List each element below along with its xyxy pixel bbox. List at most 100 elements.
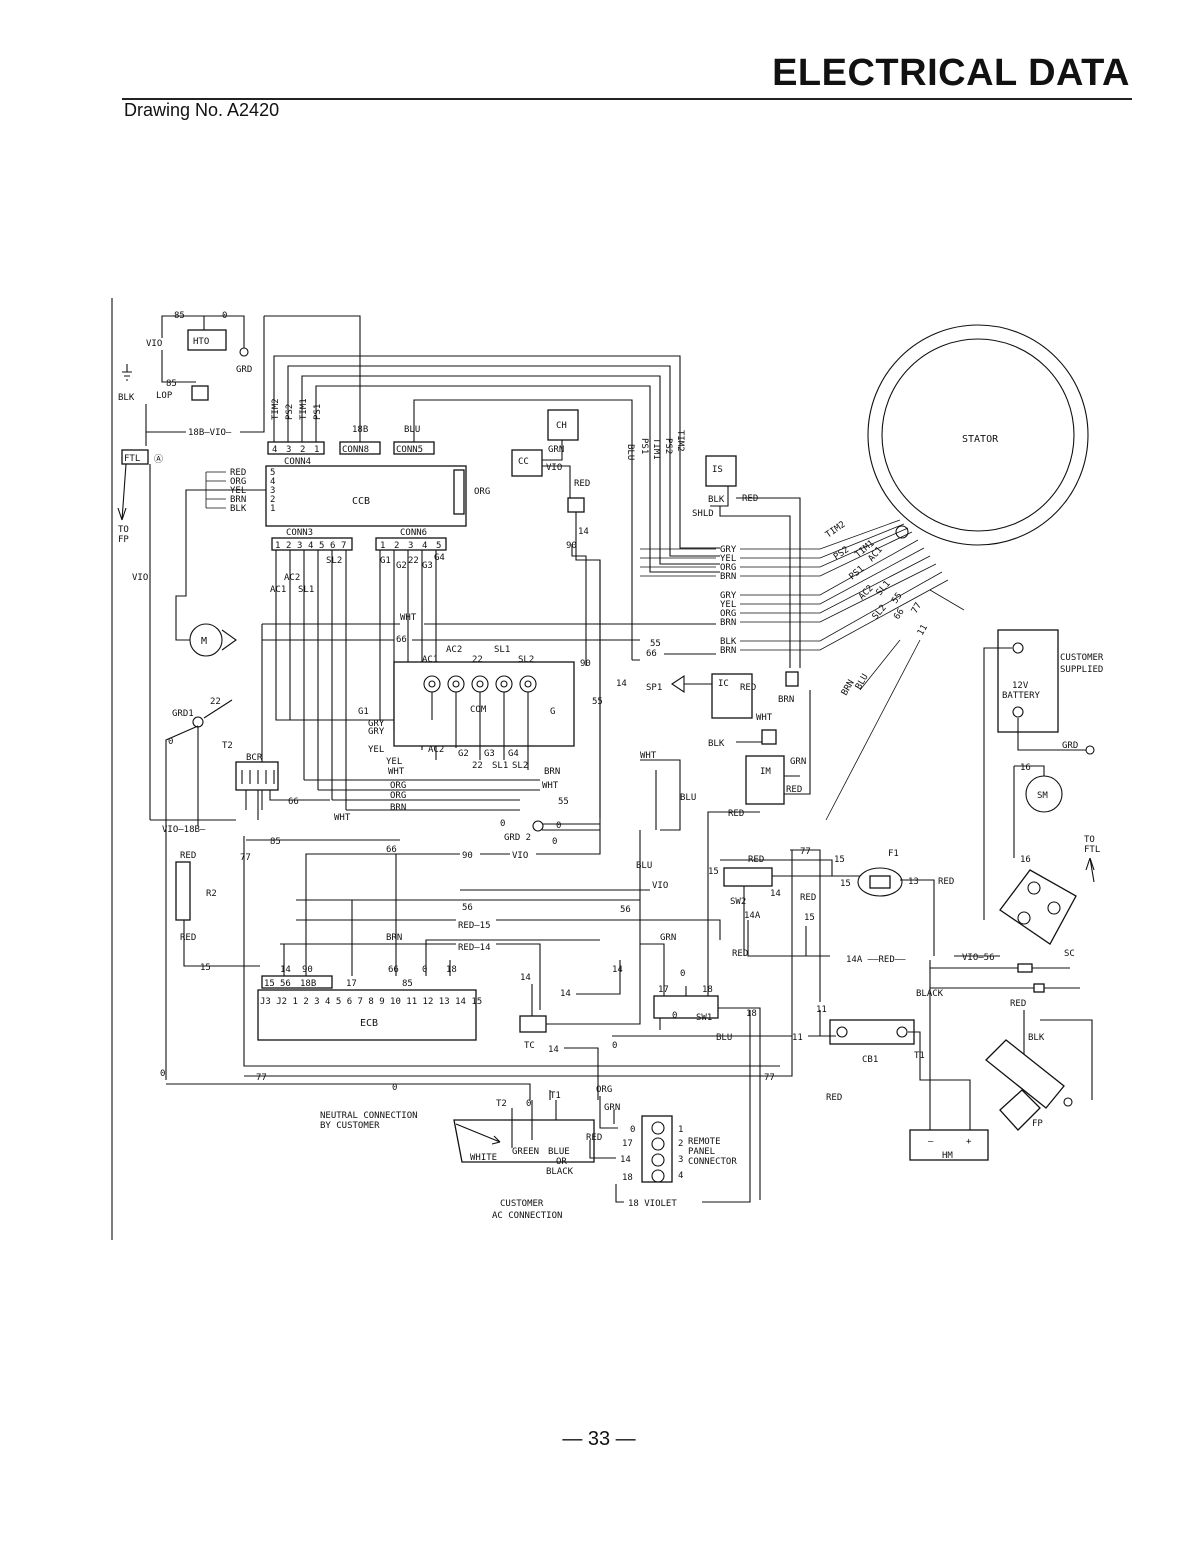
lbl-vio-56: VIO—56: [962, 953, 995, 963]
sc-contactor: [999, 869, 1077, 945]
ecb-pin-row: J3 J2 1 2 3 4 5 6 7 8 9 10 11 12 13 14 1…: [260, 997, 482, 1007]
ac-terminal-block: [453, 1119, 595, 1163]
ccb-board: [265, 465, 467, 527]
cb1-breaker: [829, 1019, 915, 1045]
im-box: [745, 755, 785, 805]
sc-label: SC: [1064, 949, 1075, 959]
lbl-tim1-top: TIM1: [651, 438, 661, 460]
wire-15-r2: 15: [200, 963, 211, 973]
lbl-blu-right: BLU: [680, 793, 696, 803]
wire-0-grd1: 0: [168, 737, 173, 747]
is-box: [705, 455, 737, 487]
t2-label: T2: [222, 741, 233, 751]
stator-lead: TIM2: [824, 520, 848, 541]
conn3-pin: 5: [319, 541, 324, 551]
wire-85: 85: [174, 311, 185, 321]
grd-label: GRD: [236, 365, 252, 375]
ccb-pin: 1: [270, 504, 275, 514]
wire-77-bottom-r: 77: [764, 1073, 775, 1083]
conn6-pin: 4: [422, 541, 427, 551]
sw1-label: SW1: [696, 1013, 712, 1023]
im-connector: [761, 729, 777, 745]
wire-15-ecb: 15: [264, 979, 275, 989]
ccb-label: CCB: [352, 496, 370, 507]
wire-85b: 85: [166, 379, 177, 389]
ecb-j3-connector: [261, 975, 333, 989]
wire-wht-bus: WHT: [400, 613, 417, 623]
white-label: WHITE: [470, 1153, 497, 1163]
wire-0-left: 0: [160, 1069, 165, 1079]
lbl-sl1-post: SL1: [494, 645, 510, 655]
lbl-wht-sw: WHT: [388, 767, 405, 777]
rectifier-block: [393, 661, 575, 747]
lbl-red-ic: RED: [740, 683, 756, 693]
lbl-vio-18b: VIO—18B—: [162, 825, 206, 835]
stator-wire: GRY: [720, 545, 737, 555]
stator-wire: BRN: [720, 618, 736, 628]
lbl-ac2-post: AC2: [446, 645, 462, 655]
conn4-label: CONN4: [284, 457, 311, 467]
lbl-yel-sw: YEL: [368, 745, 384, 755]
or-label: OR: [556, 1157, 567, 1167]
wire-15-f1b: 15: [840, 879, 851, 889]
hm-minus: –: [928, 1137, 934, 1147]
lbl-g3: G3: [422, 561, 433, 571]
fp-label-short: FP: [118, 535, 129, 545]
lbl-brn-mid: BRN: [386, 933, 402, 943]
lbl-22-sw: 22: [472, 761, 483, 771]
wire-22: 22: [210, 697, 221, 707]
blue-label: BLUE: [548, 1147, 570, 1157]
stator-inner-ring: [881, 338, 1075, 532]
conn6-pin: 5: [436, 541, 441, 551]
wire-0-grd2b: 0: [556, 821, 561, 831]
t2-label-ac: T2: [496, 1099, 507, 1109]
wire-90-ecb: 90: [302, 965, 313, 975]
lbl-g4: G4: [434, 553, 445, 563]
fp-ground-icon: [1063, 1097, 1073, 1107]
inline-fuse-1: [1017, 963, 1033, 973]
lbl-sl2: SL2: [326, 556, 342, 566]
drawing-number: Drawing No. A2420: [124, 100, 280, 120]
rp-pin-3: 3: [678, 1155, 683, 1165]
ftl-label: FTL: [124, 454, 140, 464]
conn4-pin: 2: [300, 445, 305, 455]
stator-label: STATOR: [962, 434, 999, 445]
grd2-terminal-icon: [532, 820, 544, 832]
stator-lead-bundle: [895, 525, 909, 539]
lbl-ac1-post: AC1: [422, 655, 438, 665]
wire-85-ecb: 85: [402, 979, 413, 989]
lbl-blu-mid: BLU: [636, 861, 652, 871]
lbl-grn-im: GRN: [790, 757, 806, 767]
lbl-ac2: AC2: [284, 573, 300, 583]
customer-ac-1: CUSTOMER: [500, 1199, 544, 1209]
stator-lead: PS1: [848, 564, 867, 582]
stator-wire: ORG: [720, 609, 736, 619]
conn6-pin: 3: [408, 541, 413, 551]
blk-label: BLK: [118, 393, 135, 403]
wire-14-rp: 14: [620, 1155, 631, 1165]
stator-outer-ring: [867, 324, 1089, 546]
is-label: IS: [712, 465, 723, 475]
lbl-90-cc: 90: [566, 541, 577, 551]
lbl-red-r2b: RED: [180, 933, 196, 943]
lbl-red-r2: RED: [180, 851, 196, 861]
lbl-gry-2: GRY: [368, 727, 385, 737]
neutral-arrow-icon: [455, 1123, 501, 1145]
wire-66: 66: [646, 649, 657, 659]
wire-15-sw2b: 15: [804, 913, 815, 923]
cc-label: CC: [518, 457, 529, 467]
battery-neg-terminal: [1012, 706, 1024, 718]
lbl-tim2-top: TIM2: [675, 430, 685, 452]
lbl-sl1-sw: SL1: [492, 761, 508, 771]
stator-wire: GRY: [720, 591, 737, 601]
lbl-g4-sw: G4: [508, 749, 519, 759]
lbl-g2: G2: [396, 561, 407, 571]
lbl-vio-mid2: VIO: [652, 881, 668, 891]
lbl-blk-fp: BLK: [1028, 1033, 1045, 1043]
lbl-grn: GRN: [548, 445, 564, 455]
wire-77-bottom: 77: [256, 1073, 267, 1083]
violet-18-label: 18 VIOLET: [628, 1199, 677, 1209]
im-label: IM: [760, 767, 771, 777]
lbl-red-15: RED—15: [458, 921, 491, 931]
lbl-sl1: SL1: [298, 585, 314, 595]
